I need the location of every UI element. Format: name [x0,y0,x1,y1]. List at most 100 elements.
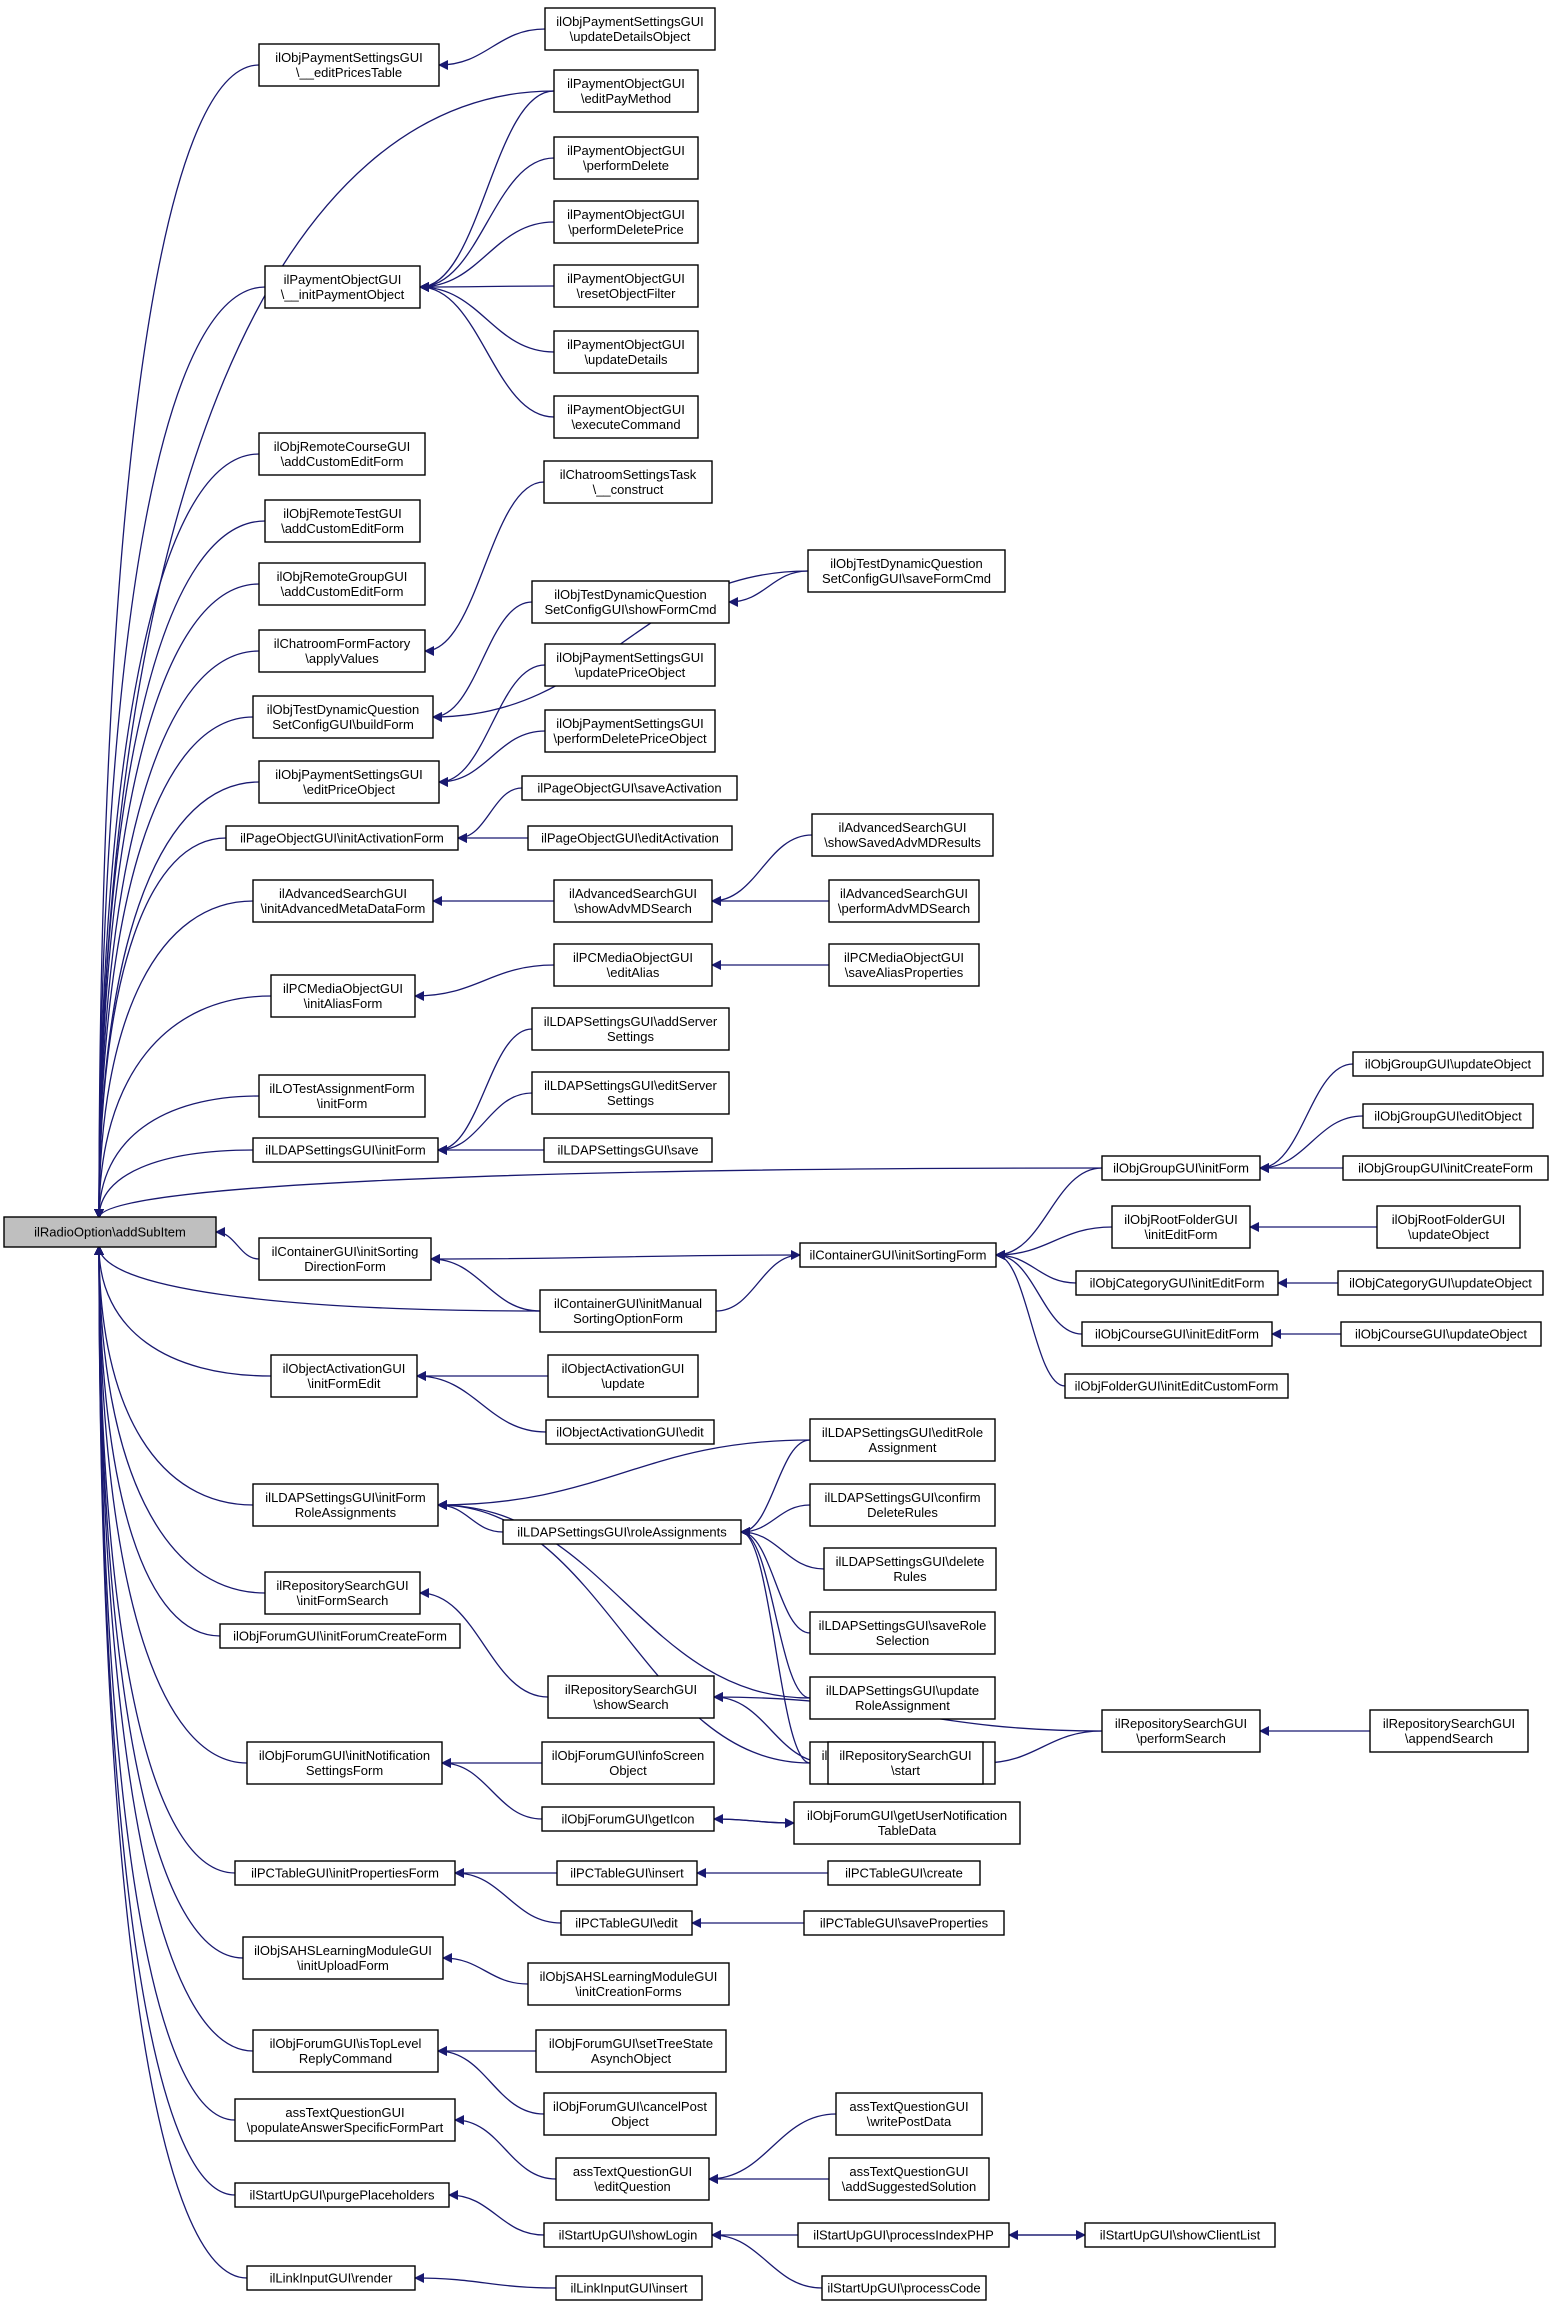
node-tdq-show-form-cmd[interactable]: ilObjTestDynamicQuestionSetConfigGUI\sho… [531,580,730,624]
node-remote-group[interactable]: ilObjRemoteGroupGUI\addCustomEditForm [258,562,426,606]
node-cont-init-manual[interactable]: ilContainerGUI\initManualSortingOptionFo… [539,1289,717,1333]
node-cat-update-object[interactable]: ilObjCategoryGUI\updateObject [1337,1270,1544,1296]
node-pcm-save-alias[interactable]: ilPCMediaObjectGUI\saveAliasProperties [828,943,980,987]
node-tdq-build-form[interactable]: ilObjTestDynamicQuestionSetConfigGUI\bui… [252,695,434,739]
node-rs-perform-search[interactable]: ilRepositorySearchGUI\performSearch [1101,1709,1261,1753]
node-pct-edit[interactable]: ilPCTableGUI\edit [560,1910,693,1936]
node-chat-factory[interactable]: ilChatroomFormFactory\applyValues [258,629,426,673]
node-grp-init-form[interactable]: ilObjGroupGUI\initForm [1101,1155,1261,1181]
node-label: \updateDetails [584,352,668,367]
node-oa-edit[interactable]: ilObjectActivationGUI\edit [545,1419,715,1445]
node-ps-edit-price-object[interactable]: ilObjPaymentSettingsGUI\editPriceObject [258,760,440,804]
node-pg-edit-activation[interactable]: ilPageObjectGUI\editActivation [527,825,733,851]
node-label: ilLDAPSettingsGUI\editServer [544,1078,717,1093]
node-pct-save-props[interactable]: ilPCTableGUI\saveProperties [803,1910,1005,1936]
edge [94,64,260,1219]
node-forum-get-user-notif[interactable]: ilObjForumGUI\getUserNotificationTableDa… [793,1801,1021,1845]
node-rs-show-search[interactable]: ilRepositorySearchGUI\showSearch [547,1675,715,1719]
node-forum-get-icon[interactable]: ilObjForumGUI\getIcon [541,1806,715,1832]
node-rf-update-object[interactable]: ilObjRootFolderGUI\updateObject [1376,1205,1521,1249]
node-sahs-init-upload[interactable]: ilObjSAHSLearningModuleGUI\initUploadFor… [242,1936,444,1980]
node-ldap-init-form[interactable]: ilLDAPSettingsGUI\initForm [252,1137,439,1163]
node-su-process-code[interactable]: ilStartUpGUI\processCode [821,2275,987,2301]
node-po-perform-delete-price[interactable]: ilPaymentObjectGUI\performDeletePrice [553,200,699,244]
node-ps-update-price-object[interactable]: ilObjPaymentSettingsGUI\updatePriceObjec… [544,643,716,687]
node-po-init-payment-object[interactable]: ilPaymentObjectGUI\__initPaymentObject [264,265,421,309]
node-atq-add-suggested[interactable]: assTextQuestionGUI\addSuggestedSolution [828,2157,990,2201]
node-lo-init-form[interactable]: ilLOTestAssignmentForm\initForm [258,1074,426,1118]
node-as-init-advanced[interactable]: ilAdvancedSearchGUI\initAdvancedMetaData… [252,879,434,923]
node-oa-init-form-edit[interactable]: ilObjectActivationGUI\initFormEdit [270,1354,418,1398]
node-link-render[interactable]: ilLinkInputGUI\render [246,2265,416,2291]
node-po-update-details[interactable]: ilPaymentObjectGUI\updateDetails [553,330,699,374]
node-remote-course[interactable]: ilObjRemoteCourseGUI\addCustomEditForm [258,432,426,476]
node-atq-populate[interactable]: assTextQuestionGUI\populateAnswerSpecifi… [234,2098,456,2142]
node-su-show-client-list[interactable]: ilStartUpGUI\showClientList [1084,2222,1276,2248]
node-po-reset-object-filter[interactable]: ilPaymentObjectGUI\resetObjectFilter [553,264,699,308]
node-atq-edit-question[interactable]: assTextQuestionGUI\editQuestion [555,2157,710,2201]
node-rs-init-form-search[interactable]: ilRepositorySearchGUI\initFormSearch [264,1571,421,1615]
node-crs-update-object[interactable]: ilObjCourseGUI\updateObject [1340,1321,1542,1347]
node-ps-update-details-object[interactable]: ilObjPaymentSettingsGUI\updateDetailsObj… [544,7,716,51]
node-rs-start[interactable]: ilRepositorySearchGUI\start [827,1741,984,1785]
node-rs-append-search[interactable]: ilRepositorySearchGUI\appendSearch [1369,1709,1529,1753]
node-remote-test[interactable]: ilObjRemoteTestGUI\addCustomEditForm [264,499,421,543]
node-fold-init-edit-custom[interactable]: ilObjFolderGUI\initEditCustomForm [1064,1373,1289,1399]
edge-ps-edit-prices-table-to-root [94,64,260,1219]
node-tdq-save-form-cmd[interactable]: ilObjTestDynamicQuestionSetConfigGUI\sav… [807,549,1006,593]
node-as-show-adv-md[interactable]: ilAdvancedSearchGUI\showAdvMDSearch [553,879,713,923]
node-pct-create[interactable]: ilPCTableGUI\create [827,1860,981,1886]
node-grp-init-create-form[interactable]: ilObjGroupGUI\initCreateForm [1342,1155,1549,1181]
node-crs-init-edit-form[interactable]: ilObjCourseGUI\initEditForm [1081,1321,1273,1347]
node-label: ilStartUpGUI\processCode [827,2281,980,2296]
node-grp-update-object[interactable]: ilObjGroupGUI\updateObject [1352,1051,1544,1077]
node-root[interactable]: ilRadioOption\addSubItem [3,1216,217,1248]
node-su-show-login[interactable]: ilStartUpGUI\showLogin [543,2222,713,2248]
node-chat-task[interactable]: ilChatroomSettingsTask\__construct [543,460,713,504]
node-pg-save-activation[interactable]: ilPageObjectGUI\saveActivation [521,775,738,801]
node-po-edit-pay-method[interactable]: ilPaymentObjectGUI\editPayMethod [553,69,699,113]
node-oa-update[interactable]: ilObjectActivationGUI\update [547,1354,699,1398]
node-su-process-index[interactable]: ilStartUpGUI\processIndexPHP [797,2222,1010,2248]
node-ps-perform-delete-price-object[interactable]: ilObjPaymentSettingsGUI\performDeletePri… [544,709,716,753]
edge-ldap-add-role-to-ldap-role-assignments [740,1527,811,1764]
node-grp-edit-object[interactable]: ilObjGroupGUI\editObject [1362,1103,1534,1129]
node-cont-init-sorting-form[interactable]: ilContainerGUI\initSortingForm [799,1242,997,1268]
node-pg-init-activation-form[interactable]: ilPageObjectGUI\initActivationForm [225,825,459,851]
node-ldap-save[interactable]: ilLDAPSettingsGUI\save [543,1137,713,1163]
node-forum-init-notif[interactable]: ilObjForumGUI\initNotificationSettingsFo… [246,1741,443,1785]
node-forum-init-create[interactable]: ilObjForumGUI\initForumCreateForm [219,1623,461,1649]
node-as-show-saved[interactable]: ilAdvancedSearchGUI\showSavedAdvMDResult… [811,813,994,857]
node-su-purge[interactable]: ilStartUpGUI\purgePlaceholders [234,2182,450,2208]
node-rf-init-edit-form[interactable]: ilObjRootFolderGUI\initEditForm [1111,1205,1251,1249]
node-label: ilLinkInputGUI\insert [570,2281,687,2296]
node-pcm-init-alias-form[interactable]: ilPCMediaObjectGUI\initAliasForm [270,974,416,1018]
node-cat-init-edit-form[interactable]: ilObjCategoryGUI\initEditForm [1075,1270,1279,1296]
node-ldap-role-assignments[interactable]: ilLDAPSettingsGUI\roleAssignments [502,1519,742,1545]
node-po-perform-delete[interactable]: ilPaymentObjectGUI\performDelete [553,136,699,180]
node-pcm-edit-alias[interactable]: ilPCMediaObjectGUI\editAlias [553,943,713,987]
node-as-perform-adv-md[interactable]: ilAdvancedSearchGUI\performAdvMDSearch [828,879,980,923]
node-label: assTextQuestionGUI [285,2105,404,2120]
node-box [1362,1103,1534,1129]
node-po-execute-command[interactable]: ilPaymentObjectGUI\executeCommand [553,395,699,439]
node-sahs-init-creation[interactable]: ilObjSAHSLearningModuleGUI\initCreationF… [527,1962,730,2006]
node-atq-write-post-data[interactable]: assTextQuestionGUI\writePostData [835,2092,983,2136]
node-ldap-init-form-role[interactable]: ilLDAPSettingsGUI\initFormRoleAssignment… [252,1483,439,1527]
node-pct-init-props[interactable]: ilPCTableGUI\initPropertiesForm [234,1860,456,1886]
node-ps-edit-prices-table[interactable]: ilObjPaymentSettingsGUI\__editPricesTabl… [258,43,440,87]
node-pct-insert[interactable]: ilPCTableGUI\insert [556,1860,698,1886]
node-link-insert[interactable]: ilLinkInputGUI\insert [555,2275,703,2301]
